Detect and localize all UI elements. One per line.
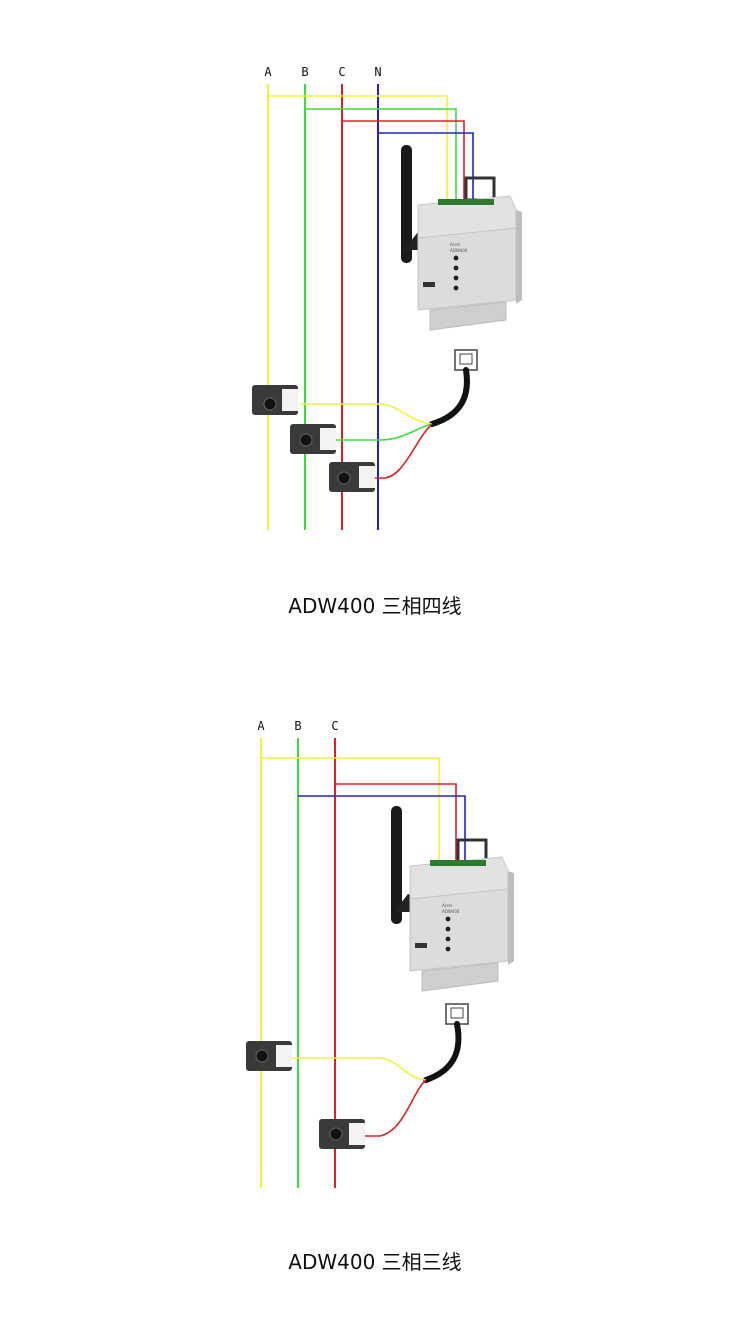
signal-cable (429, 367, 470, 427)
voltage-tap-n (378, 132, 474, 204)
current-transformer-a (252, 385, 298, 415)
ct-lead-c (365, 1079, 427, 1137)
device-port (415, 943, 427, 948)
voltage-tap-c (335, 783, 457, 860)
led-indicator (453, 255, 459, 261)
led-indicator (445, 946, 451, 952)
phase-label-b: B (301, 65, 308, 79)
rj-connector-icon (445, 1003, 469, 1025)
led-indicator (453, 275, 459, 281)
diagram-1-svg: A B C N Acrel ADW400 (252, 65, 522, 530)
device-port (423, 282, 435, 287)
led-indicator (445, 916, 451, 922)
current-transformer-c (319, 1119, 365, 1149)
diagram-1-caption: ADW400 三相四线 (288, 594, 462, 618)
voltage-tap-a (268, 95, 448, 204)
diagram-2-caption: ADW400 三相三线 (288, 1250, 462, 1274)
phase-label-b: B (294, 719, 301, 733)
device-brand: Acrel (450, 242, 460, 247)
current-transformer-b (290, 424, 336, 454)
rj-connector-icon (454, 349, 478, 371)
device-model: ADW400 (450, 248, 468, 253)
phase-label-a: A (257, 719, 265, 733)
signal-cable (423, 1021, 462, 1083)
ct-lead-b (336, 423, 433, 441)
device-brand: Acrel (442, 903, 452, 908)
wiring-diagram-three-phase-three-wire: A B C Acrel ADW400 (0, 700, 750, 1210)
led-indicator (453, 265, 459, 271)
wiring-diagram-three-phase-four-wire: A B C N Acrel ADW400 (0, 0, 750, 560)
adw400-device: Acrel ADW400 (417, 176, 522, 331)
led-indicator (453, 285, 459, 291)
voltage-tap-b (298, 795, 466, 860)
phase-label-c: C (331, 719, 338, 733)
ct-lead-a (292, 1057, 427, 1081)
led-indicator (445, 926, 451, 932)
adw400-device: Acrel ADW400 (409, 838, 514, 992)
phase-label-a: A (264, 65, 272, 79)
device-model: ADW400 (442, 909, 460, 914)
led-indicator (445, 936, 451, 942)
voltage-tap-c (342, 120, 465, 204)
current-transformer-c (329, 462, 375, 492)
ct-lead-a (300, 403, 433, 425)
ct-lead-c (375, 423, 433, 479)
voltage-tap-b (305, 108, 457, 204)
phase-label-n: N (374, 65, 381, 79)
voltage-tap-a (261, 757, 440, 860)
phase-label-c: C (338, 65, 345, 79)
diagram-2-svg: A B C Acrel ADW400 (246, 719, 514, 1188)
current-transformer-a (246, 1041, 292, 1071)
